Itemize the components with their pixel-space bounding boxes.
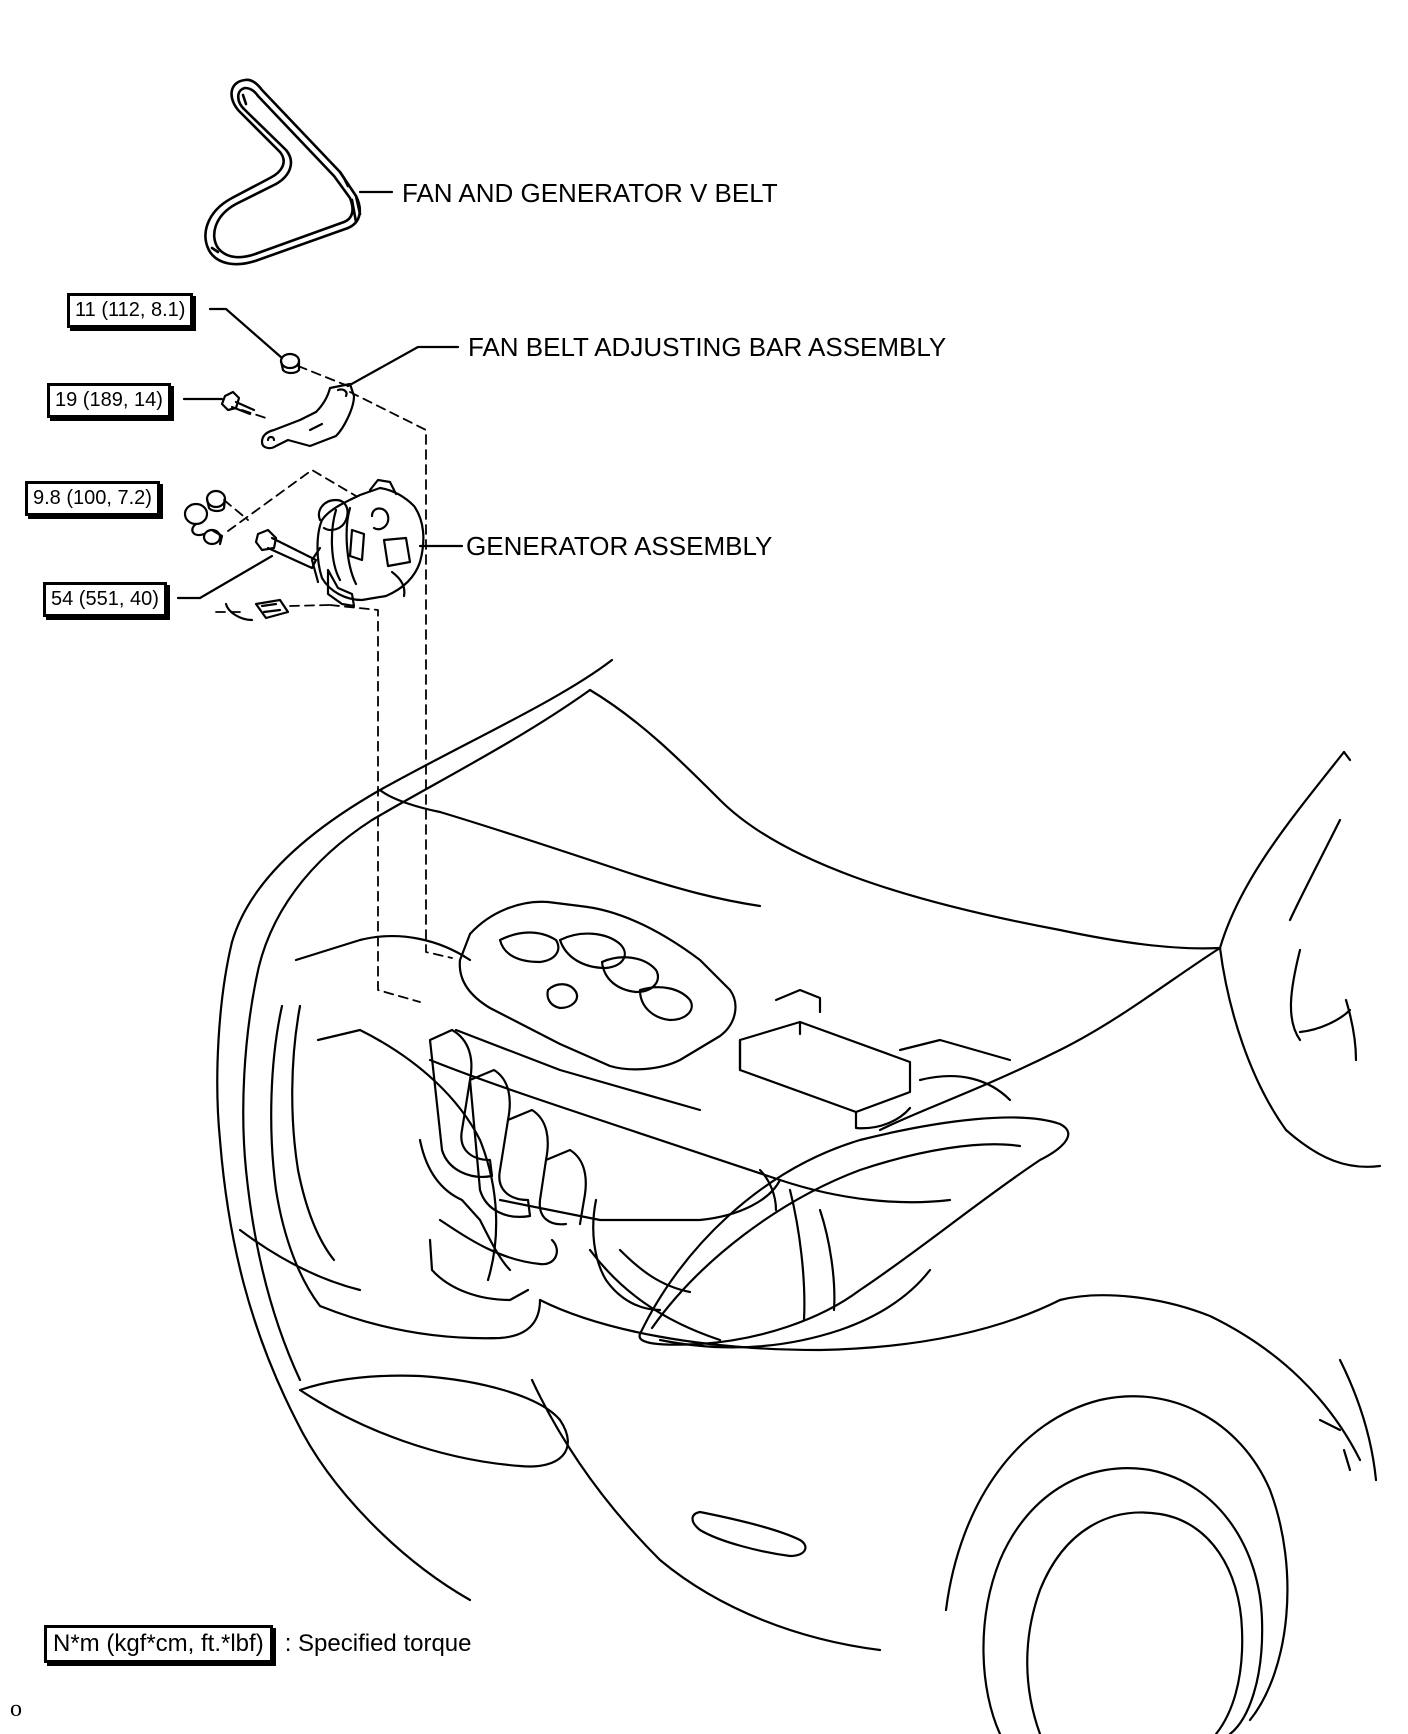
through-bolt-drawing <box>254 528 318 570</box>
generator-drawing <box>310 478 425 608</box>
nut-leader <box>208 307 284 360</box>
nut-torque-box: 11 (112, 8.1) <box>67 293 194 328</box>
generator-label: GENERATOR ASSEMBLY <box>466 531 773 561</box>
adjusting-bar-drawing <box>260 382 356 450</box>
car-body-outline <box>216 658 1382 1734</box>
torque-legend: N*m (kgf*cm, ft.*lbf) : Specified torque <box>44 1625 472 1663</box>
v-belt-label: FAN AND GENERATOR V BELT <box>402 178 778 208</box>
corner-mark: o <box>10 1696 22 1722</box>
connector-drawing <box>224 598 290 622</box>
bar-bolt-drawing <box>220 390 256 416</box>
legend-description: : Specified torque <box>284 1629 472 1657</box>
nut-drawing <box>279 352 301 375</box>
adjusting-bar-leader <box>346 345 460 388</box>
assembly-dashed-lines <box>215 365 453 1003</box>
adjusting-bar-label: FAN BELT ADJUSTING BAR ASSEMBLY <box>468 332 947 362</box>
legend-unit-box: N*m (kgf*cm, ft.*lbf) <box>44 1625 273 1663</box>
terminal-nut-torque-box: 9.8 (100, 7.2) <box>25 481 160 516</box>
v-belt-drawing <box>204 78 362 266</box>
engine-bay-outline <box>294 788 1012 1312</box>
through-bolt-torque-box: 54 (551, 40) <box>43 582 167 617</box>
terminal-nut-drawing <box>183 489 227 546</box>
through-bolt-leader-2 <box>198 554 274 600</box>
bar-bolt-torque-box: 19 (189, 14) <box>47 383 171 418</box>
